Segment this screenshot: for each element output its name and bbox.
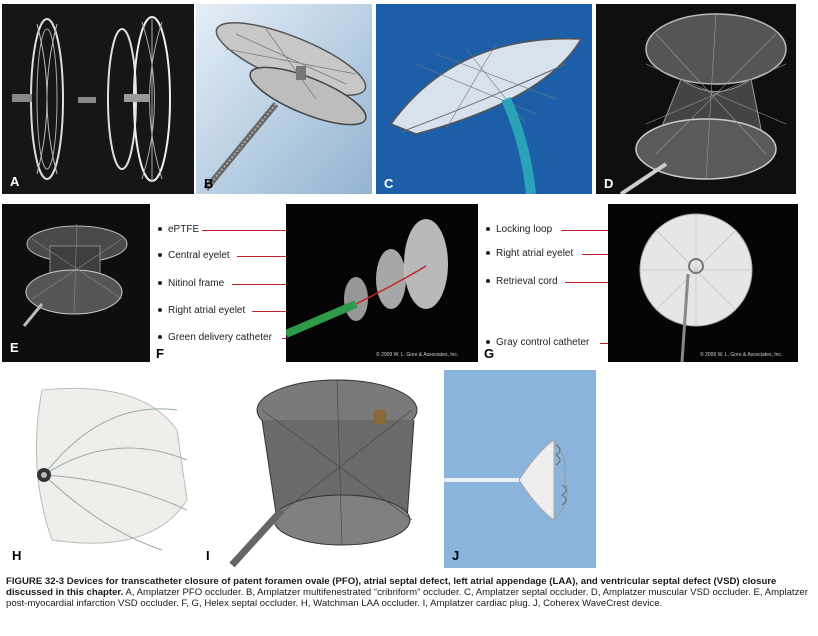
callout-green-delivery-catheter: Green delivery catheter [158, 332, 272, 344]
amplatzer-pfo-occluder-image [2, 4, 194, 194]
panel-b-photo: B [196, 4, 372, 194]
callout-retrieval-cord: Retrieval cord [486, 276, 558, 288]
callout-eptfe: ePTFE [158, 224, 199, 236]
figure-caption: FIGURE 32-3 Devices for transcatheter cl… [6, 576, 812, 609]
panel-i-photo: I [202, 370, 440, 568]
panel-label: I [206, 548, 210, 563]
panel-a-photo: A [2, 4, 194, 194]
callout-gray-control-catheter: Gray control catheter [486, 337, 589, 349]
watchman-laa-occluder-image [2, 370, 198, 568]
coherex-wavecrest-device-image [444, 370, 596, 568]
figure-title: Devices for transcatheter closure of pat… [6, 576, 777, 598]
amplatzer-cardiac-plug-image [202, 370, 440, 568]
panel-label: J [452, 548, 460, 563]
helex-septal-occluder-image [286, 204, 478, 362]
copyright-f: © 2009 W. L. Gore & Associates, Inc. [376, 352, 459, 358]
figure-body: A, Amplatzer PFO occluder. B, Amplatzer … [6, 587, 808, 609]
panel-label: B [204, 176, 214, 191]
callout-nitinol-frame: Nitinol frame [158, 278, 224, 290]
panel-c-photo: C [376, 4, 592, 194]
copyright-g: © 2009 W. L. Gore & Associates, Inc. [700, 352, 783, 358]
callout-right-atrial-eyelet-g: Right atrial eyelet [486, 248, 573, 260]
amplatzer-muscular-vsd-occluder-image [596, 4, 796, 194]
helex-septal-occluder-face-image [608, 204, 798, 362]
amplatzer-cribriform-occluder-image [196, 4, 372, 194]
figure-label: FIGURE 32-3 [6, 576, 65, 587]
panel-label: E [10, 340, 19, 355]
panel-g-label: G [484, 346, 495, 361]
panel-label: C [384, 176, 394, 191]
callout-right-atrial-eyelet-f: Right atrial eyelet [158, 305, 245, 317]
panel-h-photo: H [2, 370, 198, 568]
panel-d-photo: D [596, 4, 796, 194]
panel-label: H [12, 548, 22, 563]
amplatzer-post-infarction-vsd-occluder-image [2, 204, 150, 362]
amplatzer-septal-occluder-image [376, 4, 592, 194]
callout-central-eyelet: Central eyelet [158, 250, 230, 262]
panel-e-photo: E [2, 204, 150, 362]
panel-f-photo: © 2009 W. L. Gore & Associates, Inc. [286, 204, 478, 362]
panel-label: A [10, 174, 20, 189]
panel-g-photo: © 2009 W. L. Gore & Associates, Inc. [608, 204, 798, 362]
panel-label: D [604, 176, 614, 191]
panel-f-label: F [156, 346, 164, 361]
callout-locking-loop: Locking loop [486, 224, 552, 236]
panel-j-photo: J [444, 370, 596, 568]
